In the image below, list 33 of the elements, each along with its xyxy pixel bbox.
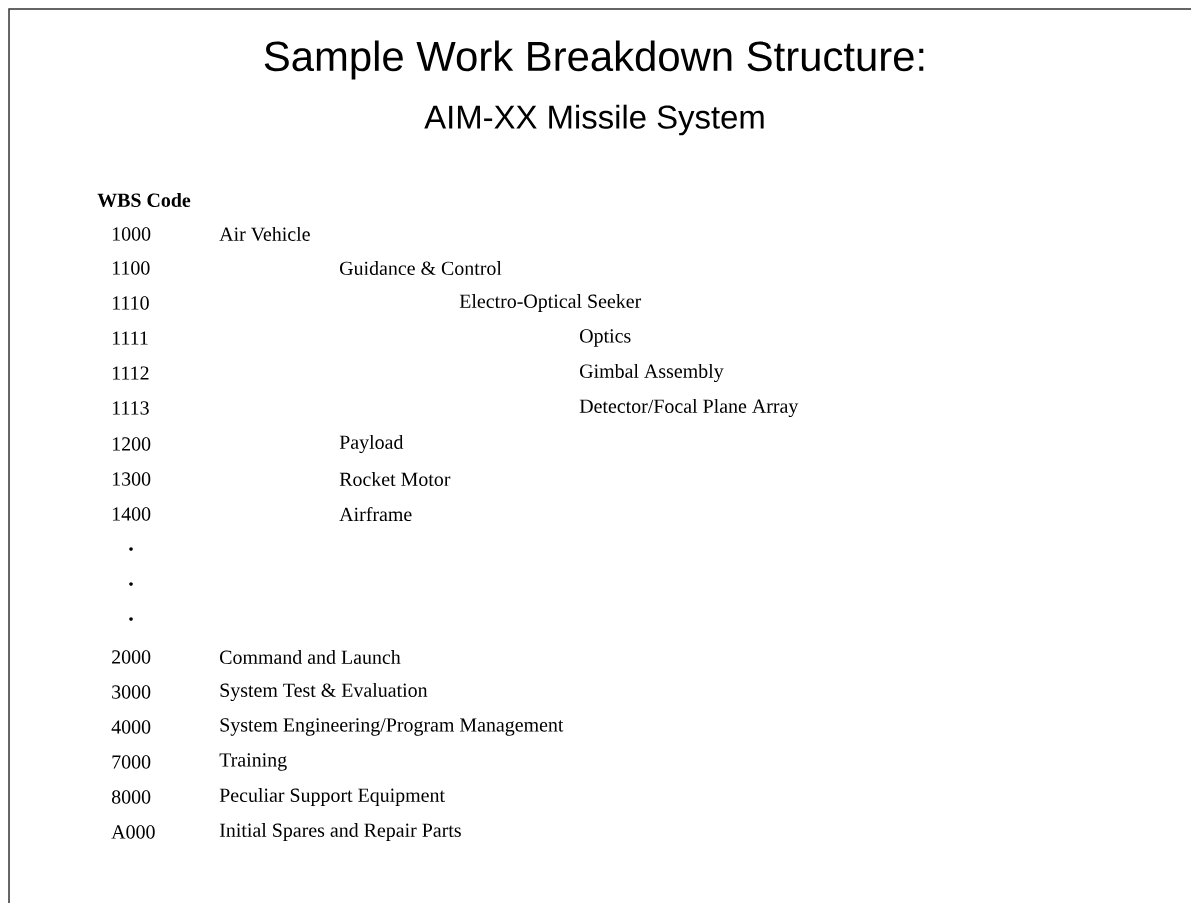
wbs-element: System Engineering/Program Management	[220, 718, 564, 736]
wbs-element: Optics	[580, 329, 631, 347]
wbs-code: 1112	[112, 366, 149, 380]
wbs-element: Electro-Optical Seeker	[459, 293, 642, 312]
wbs-element: Peculiar Support Equipment	[219, 787, 445, 806]
wbs-code: 1100	[112, 261, 150, 275]
wbs-code: 8000	[111, 790, 151, 804]
wbs-element: Payload	[339, 434, 404, 454]
wbs-element: Gimbal Assembly	[580, 363, 724, 383]
wbs-code: 2000	[112, 650, 151, 664]
wbs-element: Initial Spares and Repair Parts	[219, 822, 461, 841]
wbs-element: Training	[219, 753, 287, 771]
wbs-element: Air Vehicle	[219, 226, 310, 242]
wbs-code: 1300	[112, 472, 151, 486]
wbs-code: 1113	[112, 401, 149, 415]
wbs-code: 1400	[112, 507, 151, 521]
wbs-element: Rocket Motor	[339, 472, 451, 486]
wbs-code: 1111	[112, 331, 148, 345]
wbs-code: 1000	[112, 227, 151, 241]
wbs-element: Command and Launch	[220, 650, 401, 664]
wbs-code: 3000	[112, 685, 151, 699]
wbs-code: 4000	[111, 720, 151, 734]
wbs-code: A000	[111, 825, 155, 839]
wbs-element: System Test & Evaluation	[220, 682, 428, 702]
title: Sample Work Breakdown Structure:	[264, 40, 924, 80]
wbs-code: 7000	[112, 755, 151, 769]
wbs-element: Guidance & Control	[340, 261, 502, 275]
wbs-element: Airframe	[339, 506, 412, 522]
subtitle: AIM-XX Missile System	[424, 104, 764, 136]
wbs-code: 1110	[112, 296, 149, 310]
wbs-code: 1200	[112, 437, 151, 451]
column-header: WBS Code	[97, 192, 191, 208]
wbs-element: Detector/Focal Plane Array	[579, 398, 799, 418]
